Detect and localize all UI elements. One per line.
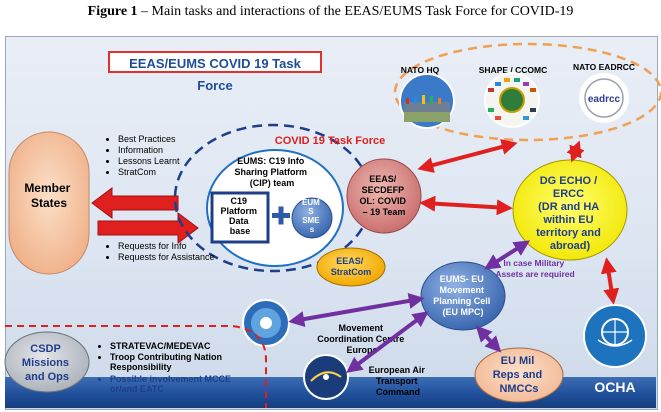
svg-text:DG ECHO / ERCC: DG ECHO / ERCC (DR and HA within EU terr… [536,175,604,252]
eu-mil-reps-node: EU Mil Reps and NMCCs [474,347,564,403]
member-states-outgoing-list: Best Practices Information Lessons Learn… [106,134,180,178]
arrow-mpc-milreps [475,325,502,353]
member-states-arrows [91,187,199,244]
member-states-node: Member States [8,131,90,275]
member-states-label-1: Member [24,181,70,195]
list-item: Best Practices [118,134,180,144]
ocha-logo [583,304,647,368]
arrow-from-member-states [97,212,199,244]
svg-text:EU Mil Reps and: EU Mil Reps and NMCCs [493,355,546,395]
list-item: Requests for Info [118,241,215,251]
member-states-incoming-list: Requests for Info Requests for Assistanc… [106,241,215,263]
list-item: Troop Contributing Nation [110,352,231,362]
eadrcc-logo-text: eadrcc [588,94,621,105]
list-item: STRATEVAC/MEDEVAC [110,341,231,351]
dg-echo-node: DG ECHO / ERCC (DR and HA within EU terr… [512,159,628,261]
cip-database-box [210,191,270,244]
eeas-secdefpol-node: EEAS/ SECDEFP OL: COVID – 19 Team [346,158,422,234]
purple-arrows [288,240,531,373]
arrow-mpc-mcce [288,293,425,327]
arrow-mpc-eatc [346,311,429,373]
csdp-items-list: STRATEVAC/MEDEVAC Troop Contributing Nat… [98,341,231,394]
arrow-echo-ocha [600,257,620,305]
nato-boundary [393,42,661,142]
covid-task-force-label: COVID 19 Task Force [275,135,385,147]
eu-mpc-node: EUMS- EU Movement Planning Cell (EU MPC) [420,261,506,331]
military-assets-note: In case Military Assets are required [495,258,574,279]
list-item: Possible involvement MCCE [110,374,231,384]
nato-eadrcc-label: NATO EADRCC [573,62,635,72]
member-states-label-2: States [31,196,67,210]
arrow-secdefpol-nato [417,139,518,173]
nato-hq-image [399,73,455,129]
list-item-continuation: or/and EATC [110,384,164,394]
svg-text:EEAS/ SECDEFP: EEAS/ SECDEFP OL: COVID – 19 Team [359,174,408,217]
svg-text:EUM S SME: EUM S SME s [302,198,322,234]
arrow-to-member-states [91,187,179,219]
svg-text:EUMS- EU Movement: EUMS- EU Movement Planning Cell (EU MPC) [433,274,493,317]
list-item: Information [118,145,180,155]
eadrcc-logo: eadrcc [579,73,629,123]
figure-caption-text: – Main tasks and interactions of the EEA… [137,4,574,19]
list-item: Requests for Assistance [118,252,215,262]
arrow-mpc-echo [483,240,531,270]
shape-ccomc-label: SHAPE / CCOMC [479,65,547,75]
red-arrows [417,139,620,305]
csdp-node: CSDP Missions and Ops [4,331,90,393]
nato-hq-label: NATO HQ [401,65,440,75]
csdp-boundary [5,325,267,408]
svg-text:EEAS/ StratCom: EEAS/ StratCom [331,256,372,277]
task-force-title: EEAS/EUMS COVID 19 Task Force [108,51,322,93]
svg-text:CSDP Missions: CSDP Missions and Ops [22,343,72,383]
figure-label: Figure 1 [87,4,138,19]
cip-team-label: EUMS: C19 Info Sharing Platform (CIP) te… [234,156,309,188]
arrow-nato-echo [566,140,585,163]
eatc-label: European Air Transport Command [369,365,428,397]
figure-caption: Figure 1 – Main tasks and interactions o… [0,4,661,20]
list-item: StratCom [118,167,180,177]
eums-smes-node: EUM S SME s [291,197,333,239]
list-item-continuation: Responsibility [110,362,172,372]
cip-database-label: C19 Platform Data base [220,196,259,236]
list-item: Lessons Learnt [118,156,180,166]
arrow-secdefpol-echo [419,195,513,216]
eatc-logo [303,354,349,400]
eeas-stratcom-node: EEAS/ StratCom [316,247,386,287]
shape-ccomc-image [484,72,540,128]
plus-icon [272,206,290,225]
svg-text:Member States: Member States [24,181,73,210]
mcce-logo [242,299,290,347]
ocha-label: OCHA [594,379,635,395]
